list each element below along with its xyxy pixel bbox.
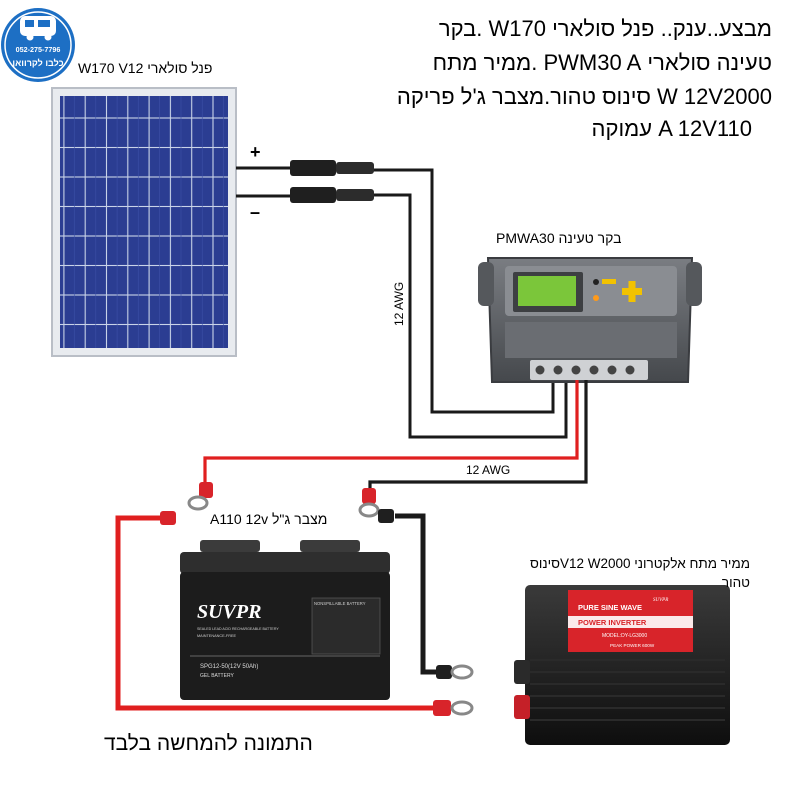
battery-label: מצבר ג"ל A110 12v [210,511,328,527]
inverter-line1: PURE SINE WAVE [578,603,642,612]
title-line-1: מבצע..ענק.. פנל סולארי W170 .בקר [438,16,772,41]
mc4-connector-upper [290,160,374,176]
ring-terminal-neg-out [378,509,474,680]
lcd-screen [518,276,576,306]
awg-label-horizontal: 12 AWG [466,463,511,477]
caravan-icon [20,16,56,41]
battery-model: SPG12-50(12V 50Ah) [200,664,258,670]
battery-gel: GEL BATTERY [200,673,234,679]
battery-maintenance: MAINTENANCE-FREE [197,634,236,638]
terminal-screws [535,365,635,375]
solar-panel [51,87,237,357]
ring-terminal-red [187,482,213,511]
logo-phone: 052-275-7796 [16,45,61,54]
logo: 052-275-7796 כלבו לקרוואן [1,8,75,82]
minus-sign: – [250,202,261,222]
battery-brand: SUVPR [197,601,261,623]
plus-sign: + [250,142,261,162]
inverter-label-2: טהור [721,575,750,590]
awg-label-vertical: 12 AWG [392,281,406,326]
charge-controller [478,257,702,383]
inverter: PURE SINE WAVE POWER INVERTER SUVPR MODE… [514,585,730,745]
title-line-4: A 12V110 עמוקה [591,116,752,141]
inverter-model: MODEL:DY-LG3000 [602,633,647,639]
logo-name: כלבו לקרוואן [12,58,63,68]
title-line-3: W 12V2000 סינוס טהור.מצבר ג'ל פריקה [396,84,772,109]
battery-nonspill: NONSPILLABLE BATTERY [314,601,366,606]
ring-terminal-black [358,488,380,518]
battery: SUVPR SEALED LEAD ACID RECHARGEABLE BATT… [180,540,390,700]
title-line-2: טעינה סולארי PWM30 A .ממיר מתח [432,50,772,75]
inverter-line2: POWER INVERTER [578,618,647,627]
plus-button-icon [622,281,642,302]
panel-label: פנל סולארי W170 V12 [78,60,213,76]
inverter-brand: SUVPR [653,598,668,603]
disclaimer: התמונה להמחשה בלבד [104,732,313,755]
controller-label: בקר טעינה PMWA30 [496,230,622,246]
ring-terminal-pos-out [160,511,474,716]
battery-type: SEALED LEAD ACID RECHARGEABLE BATTERY [197,627,279,631]
minus-button-icon [602,279,616,284]
inverter-label-1: ממיר מתח אלקטרוני V12 W2000סינוס [529,556,750,571]
battery-inverter-wires [115,513,438,711]
panel-cables [236,166,568,439]
mc4-connector-lower [290,187,374,203]
inverter-peak: PEAK POWER 600W [610,643,655,648]
